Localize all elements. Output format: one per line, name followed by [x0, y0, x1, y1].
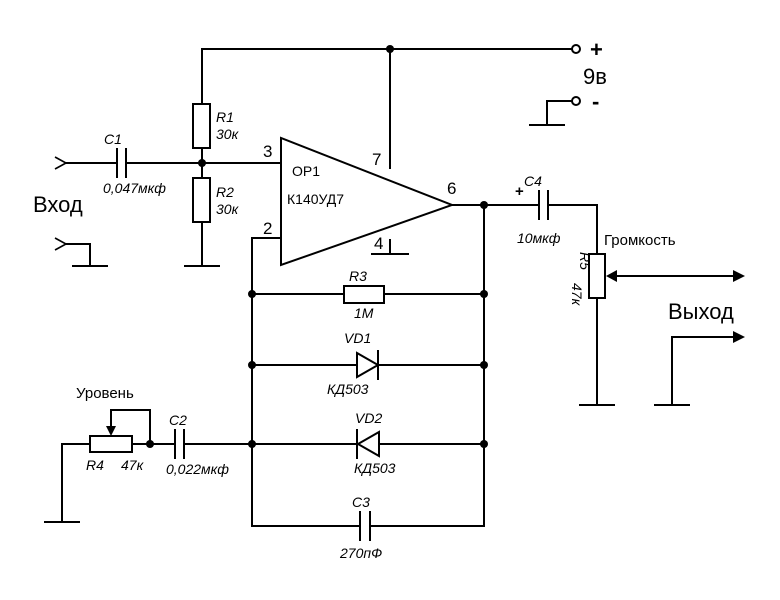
c2-ref: C2: [169, 412, 187, 428]
opamp-part: К140УД7: [287, 191, 344, 207]
r3-value: 1М: [354, 305, 374, 321]
r1-ref: R1: [216, 109, 234, 125]
supply-minus-sign: -: [592, 89, 599, 114]
supply-plus-terminal[interactable]: [571, 44, 581, 54]
opamp-pin6: 6: [447, 179, 456, 198]
output-section: Выход: [654, 299, 745, 406]
supply-rail: + 9в -: [201, 37, 607, 169]
r4-value: 47к: [121, 457, 145, 473]
opamp-pin3: 3: [263, 142, 272, 161]
vd1-part: КД503: [327, 381, 369, 397]
opamp-ref: ОР1: [292, 163, 320, 179]
r5-name: Громкость: [604, 232, 676, 249]
r1-value: 30к: [216, 126, 240, 142]
c4-polarity: +: [515, 183, 524, 200]
c2-value: 0,022мкф: [166, 461, 229, 477]
output-label: Выход: [668, 299, 734, 324]
opamp-pin7: 7: [372, 150, 381, 169]
opamp-pin4: 4: [374, 234, 383, 253]
r2-ref: R2: [216, 184, 234, 200]
c3-ref: C3: [352, 494, 370, 510]
r2-value: 30к: [216, 201, 240, 217]
capacitor-c4: + C4 10мкф: [515, 173, 598, 255]
vd1-ref: VD1: [344, 330, 371, 346]
capacitor-c1: C1 0,047мкф: [103, 131, 281, 196]
capacitor-c3: C3 270пФ: [339, 494, 382, 561]
vd2-part: КД503: [354, 460, 396, 476]
r4-ref: R4: [86, 457, 104, 473]
capacitor-c2: C2 0,022мкф: [166, 412, 253, 477]
resistor-r2: R2 30к: [184, 162, 240, 267]
opamp-pin2: 2: [263, 219, 272, 238]
c3-value: 270пФ: [339, 545, 382, 561]
diode-vd1: VD1 КД503: [251, 330, 485, 397]
r5-ref: R5: [577, 252, 593, 270]
c1-ref: C1: [104, 131, 122, 147]
supply-plus-sign: +: [590, 37, 603, 62]
c4-ref: C4: [524, 173, 542, 189]
resistor-r1: R1 30к: [192, 103, 240, 164]
c1-value: 0,047мкф: [103, 180, 166, 196]
supply-minus-terminal[interactable]: [571, 96, 581, 106]
supply-voltage-label: 9в: [583, 64, 607, 89]
r4-name: Уровень: [76, 385, 134, 402]
diode-vd2: VD2 КД503: [251, 410, 485, 476]
input-label: Вход: [33, 192, 83, 217]
input-section: Вход: [33, 156, 118, 267]
resistor-r3: R3 1М: [251, 268, 485, 321]
c4-value: 10мкф: [517, 230, 561, 246]
r3-ref: R3: [349, 268, 367, 284]
vd2-ref: VD2: [355, 410, 382, 426]
potentiometer-r4: Уровень R4 47к: [44, 385, 176, 523]
potentiometer-r5: Громкость R5 47к: [569, 232, 745, 406]
opamp-op1: ОР1 К140УД7 3 2 7 4 6: [251, 136, 540, 267]
r5-value: 47к: [569, 283, 585, 307]
